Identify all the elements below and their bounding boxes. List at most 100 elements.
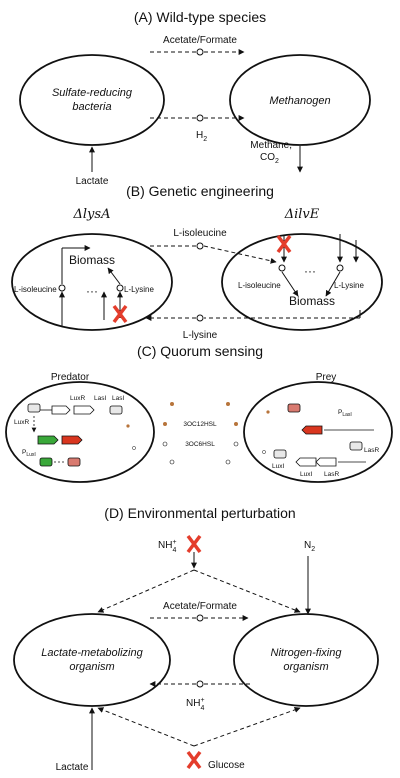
panel-b: (B) Genetic engineering ΔlysA ΔilvE Biom… [11, 183, 383, 341]
diamond-bottom-right [193, 706, 301, 747]
nitrogen-fixing-label-2: organism [283, 661, 328, 673]
signal-dot [162, 441, 168, 447]
signal-dot [266, 410, 270, 414]
lactate-metabolizing-label-1: Lactate-metabolizing [41, 647, 143, 659]
red-protein-pred [67, 457, 81, 467]
lactate-label: Lactate [76, 176, 109, 187]
methanogen-cell [229, 54, 371, 146]
signal-dot [233, 441, 239, 447]
knockout-glucose-icon [186, 750, 202, 770]
red-gene-pred [61, 435, 83, 445]
lys-left-label: L-Lysine [124, 285, 154, 294]
acetate-formate-d-label: Acetate/Formate [163, 601, 237, 612]
lasi-b-label: LasI [112, 395, 124, 402]
knockout-nh4-icon [186, 534, 202, 554]
lasr-gene [315, 457, 337, 467]
lys-right-label: L-Lysine [334, 281, 364, 290]
lysa-cell [11, 233, 173, 331]
biomass-right-label: Biomass [289, 294, 335, 308]
delta-lysa-label: ΔlysA [73, 207, 111, 222]
lactate-metabolizing-cell [13, 613, 171, 707]
dots-right: ··· [304, 264, 316, 278]
lys-flux-label: L-lysine [183, 330, 218, 341]
lys-right-node [336, 264, 344, 272]
lasi-protein [109, 405, 123, 415]
signal-dot [169, 459, 175, 465]
ileu-flux-arrow [203, 245, 277, 264]
predator-circuit: LuxR LasI LasI LuxR PLuxI [14, 395, 124, 467]
prey-circuit: PLasI LasR LuxI LuxI LasR [272, 403, 379, 478]
panel-a-title: (A) Wild-type species [134, 9, 266, 25]
green-gene [37, 435, 59, 445]
panel-a: (A) Wild-type species Sulfate-reducing b… [19, 9, 371, 187]
lactate-metabolizing-label-2: organism [69, 661, 114, 673]
methane-label: Methane, [250, 140, 292, 151]
lys-left-node [116, 284, 124, 292]
luxi-protein [273, 449, 287, 459]
prey-label: Prey [316, 372, 337, 383]
lys-flux-node [196, 314, 204, 322]
knockout-ilve-icon [276, 234, 292, 254]
signal-dot [170, 402, 174, 406]
nitrogen-fixing-label-1: Nitrogen-fixing [271, 647, 343, 659]
signal-dot [234, 422, 238, 426]
panel-d: (D) Environmental perturbation NH+4 N2 L… [13, 505, 379, 773]
n2-label: N2 [304, 540, 315, 553]
ileu-right-label: L-isoleucine [238, 281, 281, 290]
luxr-a-label: LuxR [70, 395, 85, 402]
knockout-lysa-icon [112, 304, 128, 324]
signal-3oc12hsl-label: 3OC12HSL [183, 421, 217, 428]
sulfate-reducing-label-2: bacteria [72, 101, 111, 113]
luxr-b-label: LuxR [14, 419, 29, 426]
lasr-a-label: LasR [364, 447, 379, 454]
lasr-protein [349, 441, 363, 451]
co2-label: CO2 [260, 152, 279, 165]
dots-left: ··· [86, 284, 98, 298]
luxi-b-label: LuxI [300, 471, 312, 478]
lys-right-to-biomass [325, 271, 341, 297]
acetate-d-node [196, 614, 204, 622]
green-protein [39, 457, 53, 467]
diamond-top-left [97, 569, 195, 613]
luxi-gene [295, 457, 317, 467]
lasi-a-label: LasI [94, 395, 106, 402]
lys-left-to-biomass [107, 267, 121, 285]
acetate-formate-label: Acetate/Formate [163, 35, 237, 46]
signal-dot [225, 459, 231, 465]
pluxi-label: PLuxI [22, 449, 36, 458]
glucose-label: Glucose [208, 760, 245, 771]
signal-dot [262, 450, 266, 454]
lasi-gene-a [73, 405, 95, 415]
nh4-bottom-label: NH+4 [186, 697, 205, 712]
h2-label: H2 [196, 130, 207, 143]
panel-c-title: (C) Quorum sensing [137, 343, 263, 359]
signal-molecules: 3OC12HSL 3OC6HSL [126, 402, 270, 465]
diamond-top-right [193, 569, 301, 613]
plasi-label: PLasI [338, 409, 352, 418]
acetate-flux-node [196, 48, 204, 56]
lactate-d-label: Lactate [56, 762, 89, 773]
ileu-flux-label: L-isoleucine [173, 228, 227, 239]
diamond-bottom-left [97, 707, 195, 747]
ileu-left-label: L-isoleucine [14, 285, 57, 294]
predator-label: Predator [51, 372, 90, 383]
red-protein-prey [287, 403, 301, 413]
panel-d-title: (D) Environmental perturbation [104, 505, 295, 521]
sulfate-reducing-label-1: Sulfate-reducing [52, 87, 133, 99]
biomass-left-label: Biomass [69, 253, 115, 267]
methanogen-label: Methanogen [269, 95, 330, 107]
luxi-a-label: LuxI [272, 463, 284, 470]
h2-flux-node [196, 114, 204, 122]
signal-dot [132, 446, 136, 450]
delta-ilve-label: ΔilvE [284, 207, 320, 222]
nh4-top-label: NH+4 [158, 539, 177, 554]
panel-b-title: (B) Genetic engineering [126, 183, 274, 199]
luxr-gene-a [51, 405, 71, 415]
ileu-right-node [278, 264, 286, 272]
ileu-flux-node [196, 242, 204, 250]
red-gene-prey [301, 425, 323, 435]
nitrogen-fixing-cell [233, 613, 379, 707]
nh4-d-node [196, 680, 204, 688]
ileu-left-node [58, 284, 66, 292]
panel-c: (C) Quorum sensing Predator Prey LuxR La… [5, 343, 393, 483]
